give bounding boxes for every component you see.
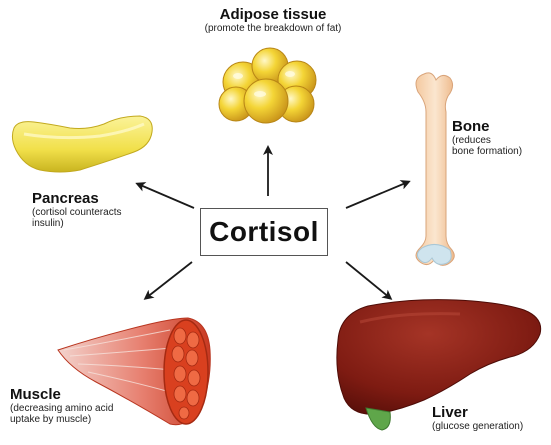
adipose-desc: (promote the breakdown of fat): [178, 23, 368, 34]
bone-desc-line-1: (reduces: [452, 135, 548, 146]
pancreas-title: Pancreas: [32, 190, 182, 207]
muscle-desc-line-1: (decreasing amino acid: [10, 403, 160, 414]
liver-label-group: Liver (glucose generation): [432, 404, 550, 432]
muscle-desc-line-2: uptake by muscle): [10, 414, 160, 425]
bone-illustration: [416, 73, 454, 265]
arrow-to-bone: [346, 182, 408, 208]
liver-title: Liver: [432, 404, 550, 421]
cortisol-box: Cortisol: [200, 208, 328, 256]
liver-desc: (glucose generation): [432, 421, 550, 432]
bone-title: Bone: [452, 118, 548, 135]
pancreas-desc-line-1: (cortisol counteracts: [32, 207, 182, 218]
bone-desc-line-2: bone formation): [452, 146, 548, 157]
cortisol-label: Cortisol: [209, 216, 319, 248]
arrow-to-muscle: [146, 262, 192, 298]
pancreas-desc-line-2: insulin): [32, 218, 182, 229]
adipose-illustration: [219, 48, 316, 123]
pancreas-illustration: [12, 116, 152, 172]
adipose-label-group: Adipose tissue (promote the breakdown of…: [178, 6, 368, 34]
pancreas-label-group: Pancreas (cortisol counteracts insulin): [32, 190, 182, 229]
muscle-title: Muscle: [10, 386, 160, 403]
muscle-label-group: Muscle (decreasing amino acid uptake by …: [10, 386, 160, 425]
adipose-title: Adipose tissue: [178, 6, 368, 23]
bone-label-group: Bone (reduces bone formation): [452, 118, 548, 157]
arrow-to-liver: [346, 262, 390, 298]
